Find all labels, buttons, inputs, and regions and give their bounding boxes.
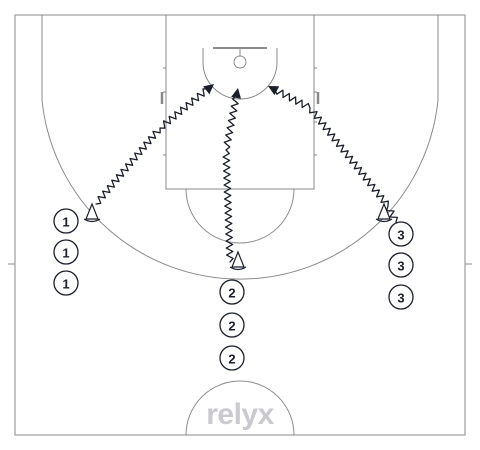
player-2a: 2 <box>219 279 245 305</box>
player-circle-icon <box>219 279 245 305</box>
player-2c: 2 <box>219 345 245 371</box>
dribble-arrow-3 <box>274 89 398 223</box>
arrowhead-icon <box>231 88 241 99</box>
free-throw-circle <box>185 188 295 244</box>
arrowhead-icon <box>268 86 280 96</box>
dribble-arrow-2 <box>222 95 239 263</box>
player-label: 1 <box>62 277 69 292</box>
player-label: 3 <box>397 259 404 274</box>
restricted-area <box>202 48 278 100</box>
player-label: 1 <box>62 215 69 230</box>
player-circle-icon <box>388 284 414 310</box>
player-circle-icon <box>219 345 245 371</box>
player-label: 3 <box>397 291 404 306</box>
player-label: 2 <box>228 286 235 301</box>
center-circle <box>185 380 295 436</box>
dribble-arrow-1 <box>95 88 209 205</box>
cone-icon <box>229 250 247 271</box>
cone-icon <box>375 202 393 223</box>
player-2b: 2 <box>219 312 245 338</box>
player-circle-icon <box>53 239 79 265</box>
player-3c: 3 <box>388 284 414 310</box>
player-circle-icon <box>388 252 414 278</box>
free-throw-lane <box>165 14 315 190</box>
cones <box>83 202 393 271</box>
players: 1 1 1 2 2 2 <box>53 208 414 371</box>
player-1c: 1 <box>53 270 79 296</box>
player-label: 3 <box>397 228 404 243</box>
player-3a: 3 <box>388 221 414 247</box>
dribble-paths <box>95 84 398 263</box>
player-1b: 1 <box>53 239 79 265</box>
cone-icon <box>83 202 101 223</box>
court-lines <box>8 14 472 436</box>
player-circle-icon <box>53 270 79 296</box>
arrowhead-icon <box>203 84 214 95</box>
three-point-line <box>41 15 439 280</box>
player-1a: 1 <box>53 208 79 234</box>
player-circle-icon <box>219 312 245 338</box>
player-label: 2 <box>228 319 235 334</box>
player-label: 1 <box>62 246 69 261</box>
rim <box>233 55 247 69</box>
player-3b: 3 <box>388 252 414 278</box>
player-circle-icon <box>53 208 79 234</box>
player-circle-icon <box>388 221 414 247</box>
relyx-logo: relyx <box>206 398 274 431</box>
player-label: 2 <box>228 352 235 367</box>
